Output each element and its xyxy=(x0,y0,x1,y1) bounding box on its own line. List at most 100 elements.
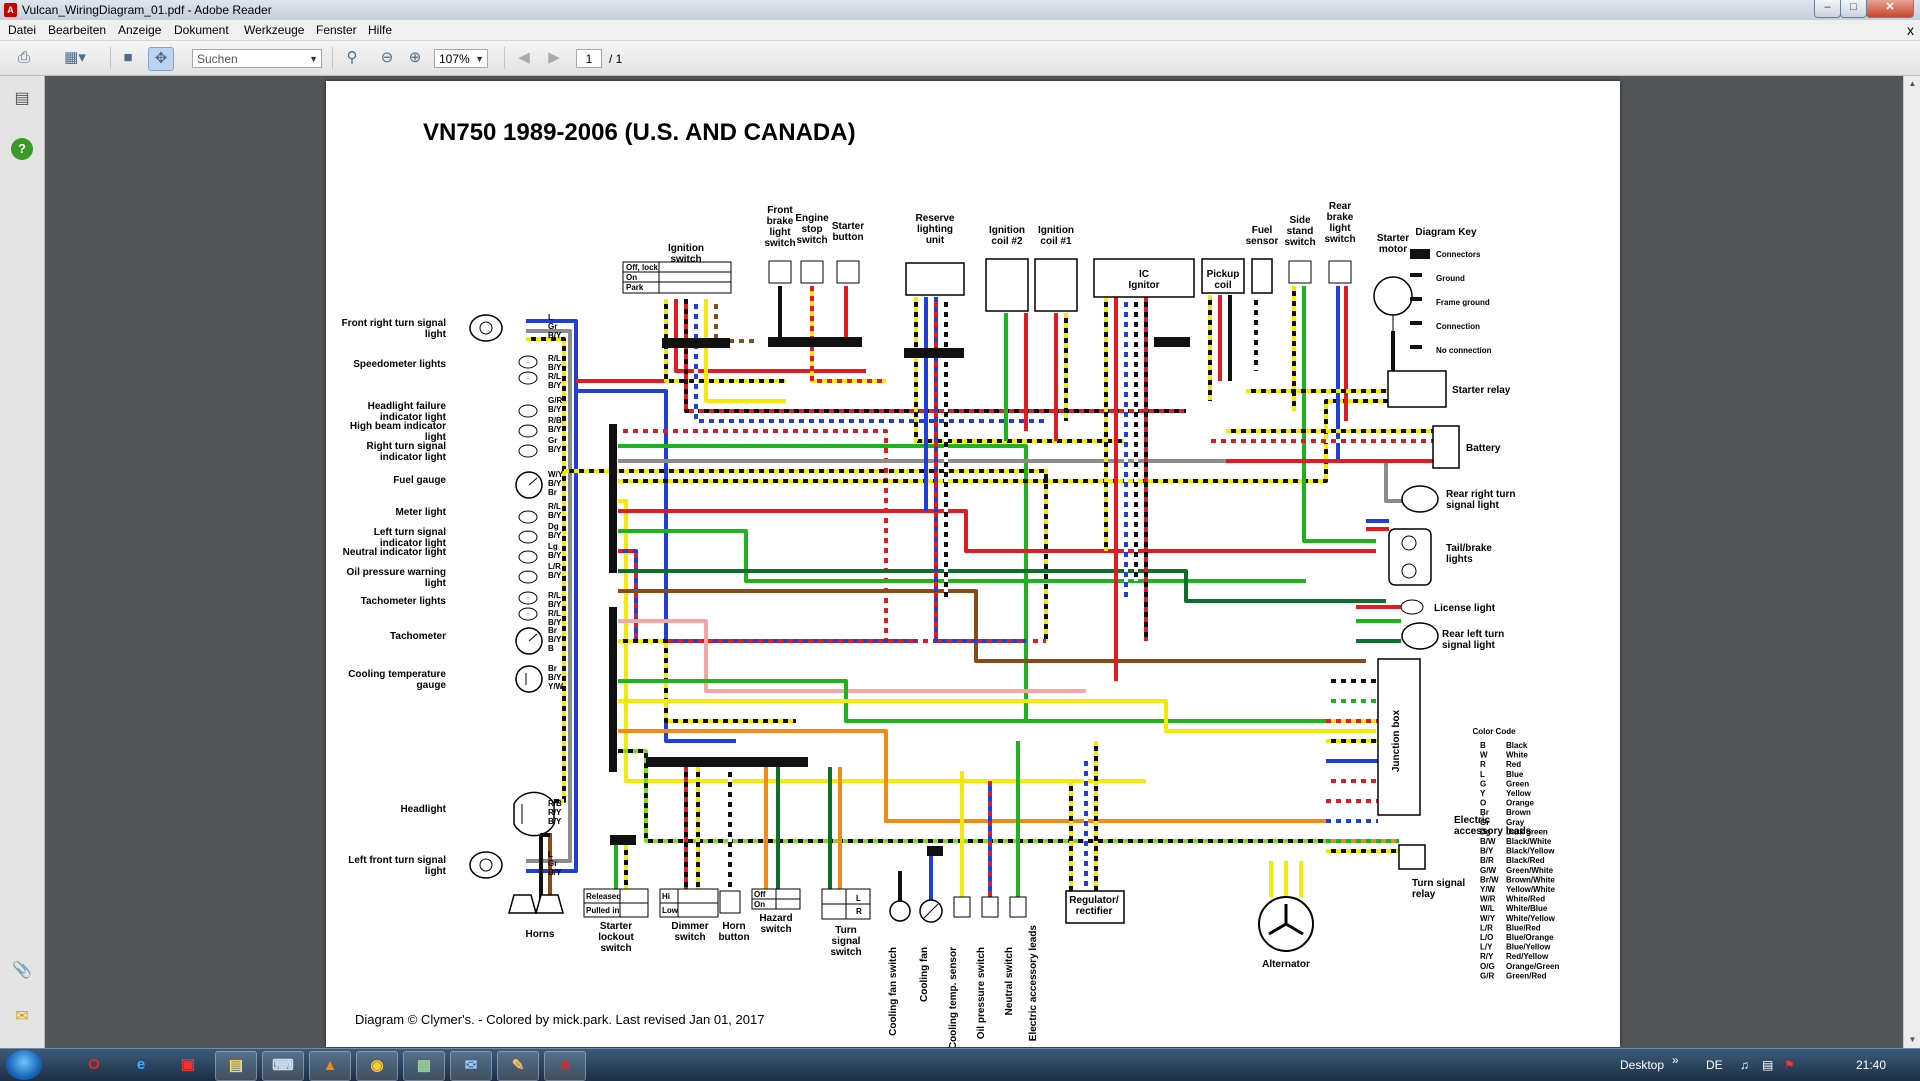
color-code-name: Green/White xyxy=(1506,866,1554,875)
wire-code: B/Y xyxy=(548,817,562,826)
zoom-out-icon[interactable]: ⊖ xyxy=(380,49,394,66)
component-label: Starter relay xyxy=(1452,385,1511,396)
menu-hilfe[interactable]: Hilfe xyxy=(368,23,393,37)
minimize-button[interactable]: – xyxy=(1814,0,1841,18)
wire xyxy=(576,389,736,743)
close-button[interactable]: ✕ xyxy=(1866,0,1914,18)
component-label: light xyxy=(425,866,447,877)
color-code-name: Red xyxy=(1506,760,1521,769)
wire xyxy=(714,299,756,343)
menu-datei[interactable]: Datei xyxy=(8,23,37,37)
color-code-abbr: L xyxy=(1480,770,1485,779)
component-label: Engine xyxy=(795,213,829,224)
switch-row-label: Released xyxy=(586,892,621,901)
wire xyxy=(618,589,1366,663)
save-icon[interactable]: ■ xyxy=(123,49,133,66)
wire-tracer xyxy=(810,286,886,383)
color-code-abbr: L/O xyxy=(1480,933,1493,942)
page-number-input[interactable]: 1 xyxy=(576,49,602,68)
chevron-down-icon[interactable]: ▼ xyxy=(309,54,318,64)
chevron-icon[interactable]: » xyxy=(1672,1053,1679,1067)
chevron-down-icon[interactable]: ▼ xyxy=(475,54,484,64)
component-label: switch xyxy=(1284,237,1315,248)
comments-icon[interactable]: ✉ xyxy=(15,1008,29,1025)
component-label: Tachometer lights xyxy=(361,596,447,607)
clock[interactable]: 21:40 xyxy=(1856,1058,1887,1072)
notes-icon[interactable]: ✎ xyxy=(497,1051,539,1081)
color-code-abbr: R xyxy=(1480,760,1486,769)
attachment-icon[interactable]: 📎 xyxy=(12,962,32,979)
starter-button-icon xyxy=(836,260,860,284)
mail-icon[interactable]: ✉ xyxy=(450,1051,492,1081)
zoom-tool-icon[interactable]: ⚲ xyxy=(346,49,358,66)
tachometer-icon xyxy=(515,627,543,655)
color-code-abbr: Br/W xyxy=(1480,875,1499,884)
component-label: Headlight failure xyxy=(368,401,447,412)
color-code-name: Black/Yellow xyxy=(1506,847,1555,856)
color-code-abbr: O xyxy=(1480,799,1486,808)
color-code-abbr: G xyxy=(1480,779,1486,788)
menu-fenster[interactable]: Fenster xyxy=(316,23,357,37)
zoom-select[interactable]: 107% ▼ xyxy=(434,49,488,68)
pages-icon[interactable]: ▤ xyxy=(14,90,30,107)
scroll-down-icon[interactable]: ▼ xyxy=(1908,1035,1917,1044)
component-label: License light xyxy=(1434,603,1496,614)
color-code-name: Green/Red xyxy=(1506,971,1547,980)
desktop-toolbar-label[interactable]: Desktop xyxy=(1620,1058,1665,1072)
cooling-fan-switch-icon xyxy=(889,900,911,922)
wire-code: B/Y xyxy=(548,551,562,560)
flag-icon[interactable]: ⚑ xyxy=(1784,1058,1795,1072)
scroll-up-icon[interactable]: ▲ xyxy=(1908,79,1917,88)
document-close-button[interactable]: x xyxy=(1907,22,1914,38)
diagram-credit: Diagram © Clymer's. - Colored by mick.pa… xyxy=(355,1012,765,1027)
wire-code: Gr xyxy=(548,322,557,331)
print-icon[interactable]: ⎙ xyxy=(17,49,30,66)
ie-icon[interactable]: e xyxy=(136,1056,146,1073)
previous-page-icon[interactable]: ◀ xyxy=(518,49,530,66)
keyboard-icon[interactable]: ⌨ xyxy=(262,1051,304,1081)
menu-dokument[interactable]: Dokument xyxy=(174,23,229,37)
network-icon[interactable]: ▤ xyxy=(1762,1058,1774,1072)
chrome-icon[interactable]: ◉ xyxy=(356,1051,398,1081)
maximize-button[interactable]: □ xyxy=(1840,0,1867,18)
explorer-icon[interactable]: ▤ xyxy=(215,1051,257,1081)
tools-menu-icon[interactable]: ▦▾ xyxy=(64,49,86,66)
wire xyxy=(618,529,1306,583)
color-code-name: Dark green xyxy=(1506,827,1548,836)
turn-signal-switch-table xyxy=(821,888,871,920)
component-label: Tail/brake xyxy=(1446,543,1492,554)
wire xyxy=(618,459,1406,503)
start-button[interactable] xyxy=(6,1050,42,1080)
color-code-name: White/Red xyxy=(1506,895,1545,904)
wire-code: G/R xyxy=(548,396,562,405)
wire-code: B/Y xyxy=(548,531,562,540)
window-title: Vulcan_WiringDiagram_01.pdf - Adobe Read… xyxy=(22,3,272,17)
wire-code: B/Y xyxy=(548,635,562,644)
headlight-icon xyxy=(513,791,555,837)
wire xyxy=(618,549,916,643)
speaker-icon[interactable]: ♫ xyxy=(1740,1058,1749,1072)
wire-code: B/Y xyxy=(548,479,562,488)
switch-row-label: On xyxy=(754,900,765,909)
gift-icon[interactable]: ▣ xyxy=(180,1056,196,1073)
zoom-in-icon[interactable]: ⊕ xyxy=(408,49,422,66)
component-label: Starter xyxy=(832,221,864,232)
component-label: signal xyxy=(832,936,861,947)
reader-icon[interactable]: A xyxy=(544,1051,586,1081)
language-indicator[interactable]: DE xyxy=(1706,1058,1723,1072)
menu-werkzeuge[interactable]: Werkzeuge xyxy=(244,23,305,37)
menu-anzeige[interactable]: Anzeige xyxy=(118,23,162,37)
color-code-abbr: G/R xyxy=(1480,971,1494,980)
fit-page-icon[interactable]: ✥ xyxy=(148,47,174,71)
wire-code: B/Y xyxy=(548,425,562,434)
vertical-scrollbar[interactable]: ▲ ▼ xyxy=(1903,76,1920,1048)
menu-bearbeiten[interactable]: Bearbeiten xyxy=(48,23,107,37)
help-icon[interactable]: ? xyxy=(11,138,33,160)
wire-tracer xyxy=(664,299,786,383)
next-page-icon[interactable]: ▶ xyxy=(548,49,560,66)
opera-icon[interactable]: O xyxy=(88,1056,100,1073)
terminal-icon[interactable]: ▩ xyxy=(403,1051,445,1081)
search-input[interactable]: Suchen ▼ xyxy=(192,49,322,68)
vlc-icon[interactable]: ▲ xyxy=(309,1051,351,1081)
